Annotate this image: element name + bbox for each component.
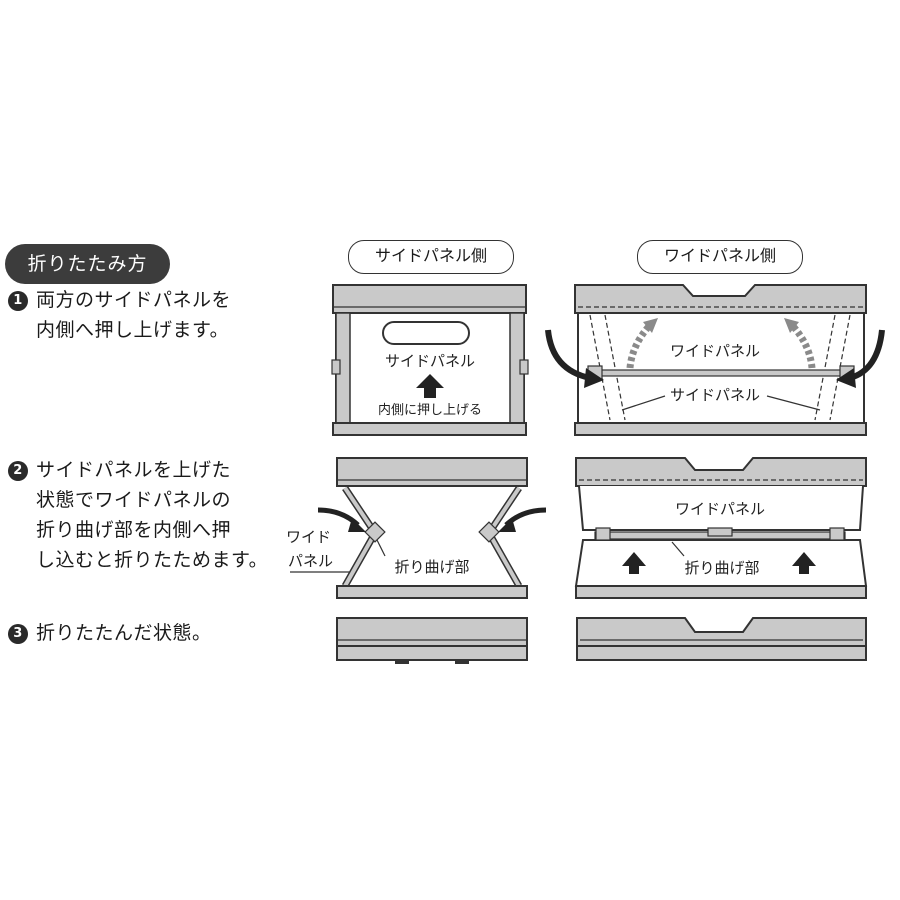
dotted-arrow-head — [643, 318, 658, 333]
base — [336, 645, 528, 661]
panel-edge — [594, 369, 846, 377]
side-panel-label: サイドパネル — [385, 352, 475, 370]
base — [574, 422, 867, 436]
step-line: 内側へ押し上げます。 — [36, 319, 230, 341]
lid — [336, 617, 528, 647]
wide-panel-label: ワイドパネル — [670, 342, 760, 360]
fold-hinge — [364, 521, 386, 543]
base — [336, 585, 528, 599]
wide-label: ワイド — [286, 528, 331, 546]
header-title: 折りたたみ方 — [5, 244, 170, 284]
side-view-step3 — [336, 617, 528, 664]
leader-line — [766, 395, 821, 411]
side-panel-view-label: サイドパネル側 — [348, 240, 514, 274]
fold-part-label: 折り曲げ部 — [684, 559, 759, 577]
curved-arrow — [849, 329, 885, 381]
side-panel-label: サイドパネル — [670, 386, 760, 404]
step-line: し込むと折りたためます。 — [36, 549, 269, 571]
leader-line — [621, 395, 666, 411]
up-arrow — [792, 552, 816, 574]
hinge — [331, 359, 341, 375]
handle-slot — [382, 321, 470, 345]
leader-line — [671, 541, 685, 557]
leader-line — [376, 539, 386, 557]
lid — [332, 284, 527, 314]
step-line: 折り曲げ部を内側へ押 — [36, 519, 232, 541]
step-number: 3 — [8, 624, 28, 644]
dotted-arrow — [626, 322, 653, 369]
step-line: 折りたたんだ状態。 — [36, 622, 212, 644]
step-line: 両方のサイドパネルを — [36, 289, 232, 311]
side-view-step2: ワイド パネル 折り曲げ部 — [286, 457, 547, 599]
wide-view-step1: ワイドパネル サイドパネル — [545, 284, 885, 436]
dotted-arrow — [789, 322, 816, 369]
step-1: 1 両方のサイドパネルを 内側へ押し上げます。 — [8, 285, 278, 345]
step-line: 状態でワイドパネルの — [36, 489, 232, 511]
panel-label: パネル — [288, 552, 333, 570]
lid — [574, 284, 867, 314]
curved-arrow — [545, 329, 591, 381]
wide-view-step3 — [576, 617, 867, 661]
lid — [336, 457, 528, 487]
hinge — [519, 359, 529, 375]
wide-panel-label: ワイドパネル — [675, 500, 765, 518]
lid — [576, 617, 867, 647]
base — [576, 645, 867, 661]
wide-view-step2: ワイドパネル 折り曲げ部 — [574, 457, 868, 599]
step-3: 3 折りたたんだ状態。 — [8, 618, 278, 648]
up-arrow — [622, 552, 646, 574]
curved-arrow-head — [836, 368, 856, 388]
base — [332, 422, 527, 436]
push-up-label: 内側に押し上げる — [378, 402, 482, 418]
curved-arrow-head — [584, 368, 604, 388]
step-number: 2 — [8, 461, 28, 481]
box-body — [577, 312, 865, 424]
base — [575, 585, 867, 599]
step-2: 2 サイドパネルを上げた 状態でワイドパネルの 折り曲げ部を内側へ押 し込むと折り… — [8, 455, 278, 575]
side-view-step1: サイドパネル 内側に押し上げる — [331, 284, 529, 436]
up-arrow — [416, 374, 444, 398]
fold-hinge — [478, 521, 500, 543]
dotted-arrow-head — [784, 318, 799, 333]
step-number: 1 — [8, 291, 28, 311]
step-line: サイドパネルを上げた — [36, 459, 232, 481]
lid — [575, 457, 867, 487]
wide-panel-view-label: ワイドパネル側 — [637, 240, 803, 274]
fold-part-label: 折り曲げ部 — [394, 558, 469, 576]
